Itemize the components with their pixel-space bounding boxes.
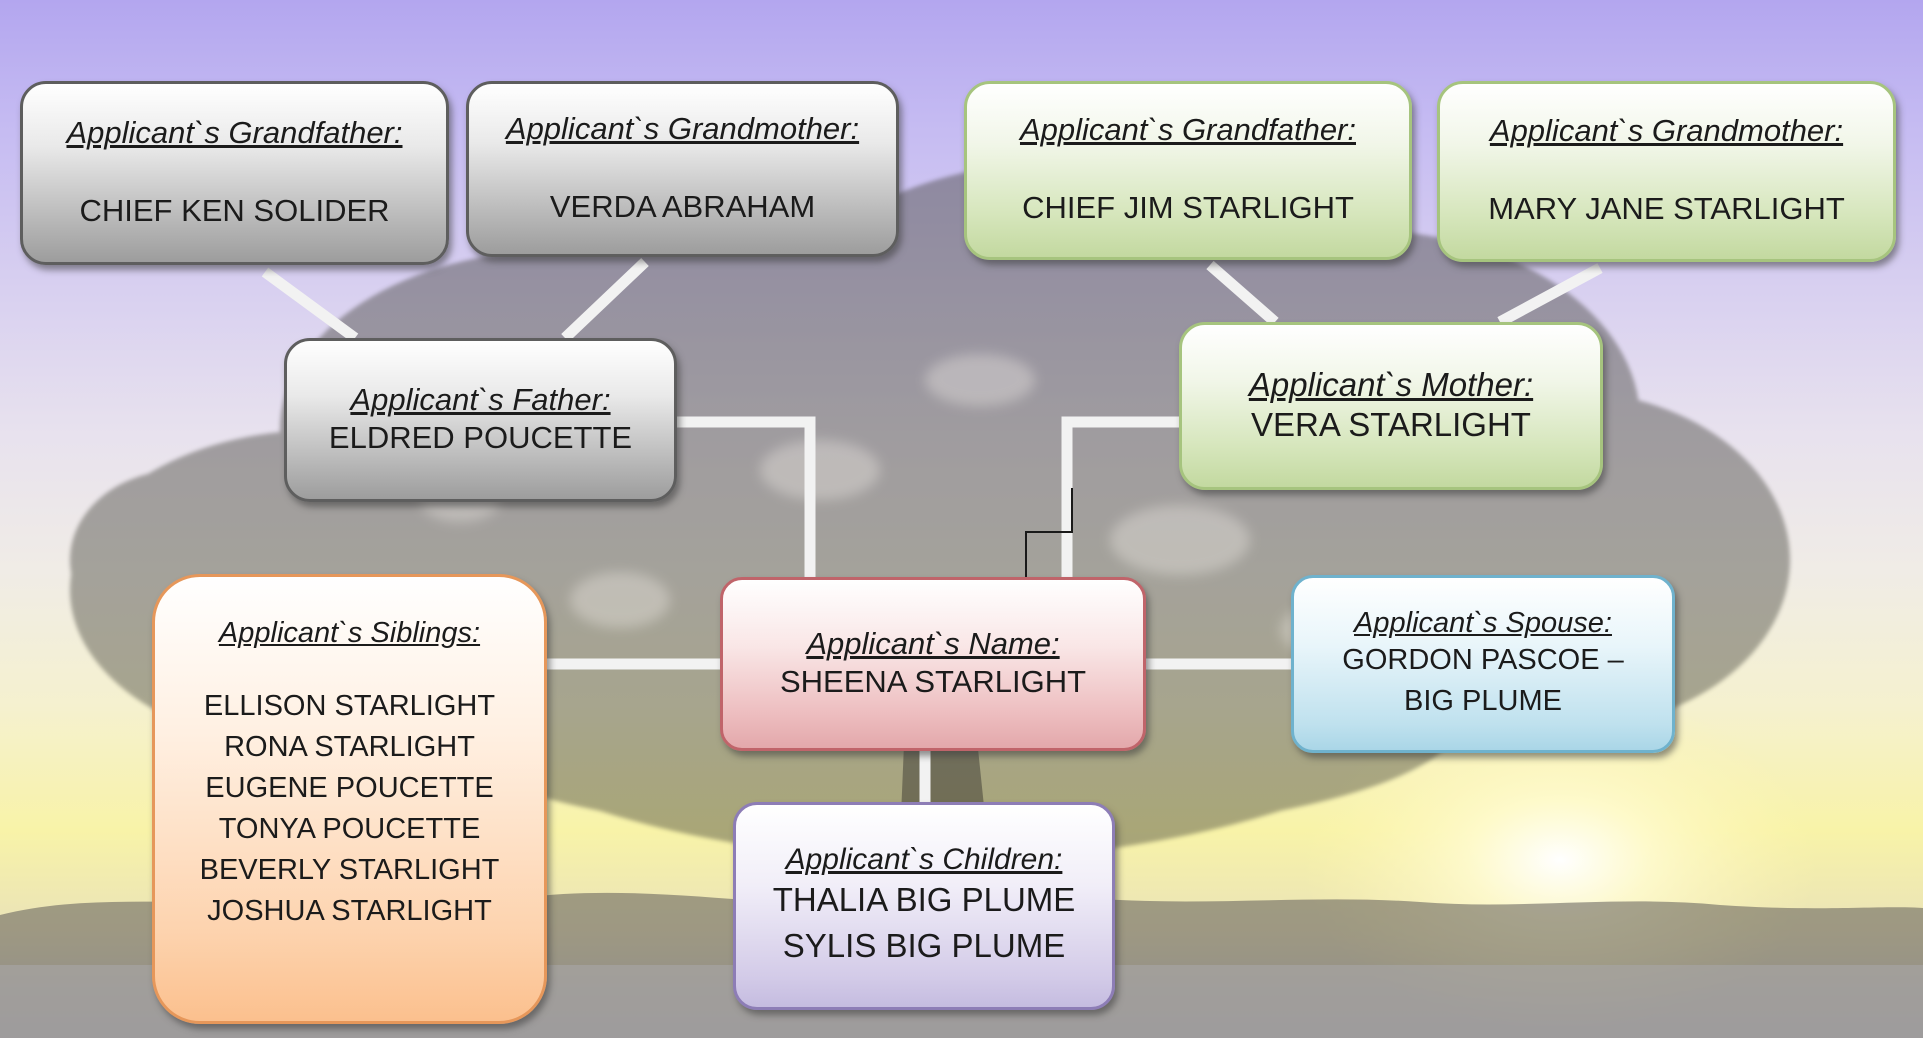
paternal-grandfather-label: Applicant`s Grandfather: [66, 114, 403, 150]
mother-name: VERA STARLIGHT [1251, 405, 1531, 443]
maternal-grandfather-name: CHIEF JIM STARLIGHT [1022, 190, 1354, 226]
connector-lines [261, 258, 1603, 802]
paternal-grandmother-label: Applicant`s Grandmother: [505, 110, 860, 146]
siblings-label: Applicant`s Siblings: [218, 617, 481, 649]
connector-father-to-applicant [677, 416, 816, 577]
connector-maternal-grandmother [1497, 263, 1603, 327]
mother-box: Applicant`s Mother: VERA STARLIGHT [1179, 322, 1603, 490]
paternal-grandmother-name: VERDA ABRAHAM [549, 188, 816, 224]
spouse-name-line-1: GORDON PASCOE – [1342, 643, 1624, 676]
connector-paternal-grandmother [561, 258, 649, 342]
spouse-name-line-2: BIG PLUME [1404, 684, 1562, 717]
applicant-label: Applicant`s Name: [806, 625, 1060, 661]
child-1-name: THALIA BIG PLUME [772, 881, 1076, 918]
applicant-box: Applicant`s Name: SHEENA STARLIGHT [720, 577, 1146, 751]
connector-paternal-grandfather [261, 267, 359, 343]
connector-maternal-grandfather [1206, 260, 1279, 327]
mother-label: Applicant`s Mother: [1248, 365, 1534, 403]
father-box: Applicant`s Father: ELDRED POUCETTE [284, 338, 677, 502]
sibling-1-name: ELLISON STARLIGHT [203, 690, 496, 722]
father-name: ELDRED POUCETTE [328, 419, 633, 455]
maternal-grandmother-label: Applicant`s Grandmother: [1489, 113, 1844, 149]
sibling-2-name: RONA STARLIGHT [224, 731, 475, 763]
father-label: Applicant`s Father: [350, 381, 611, 417]
children-box: Applicant`s Children: THALIA BIG PLUME S… [733, 802, 1115, 1010]
paternal-grandfather-box: Applicant`s Grandfather: CHIEF KEN SOLID… [20, 81, 449, 265]
connector-accent-line [1025, 488, 1073, 577]
sibling-5-name: BEVERLY STARLIGHT [199, 854, 500, 886]
maternal-grandfather-label: Applicant`s Grandfather: [1019, 112, 1356, 148]
maternal-grandfather-box: Applicant`s Grandfather: CHIEF JIM STARL… [964, 81, 1412, 260]
spouse-box: Applicant`s Spouse: GORDON PASCOE – BIG … [1291, 575, 1675, 753]
child-2-name: SYLIS BIG PLUME [782, 927, 1066, 964]
sibling-4-name: TONYA POUCETTE [218, 813, 481, 845]
applicant-name: SHEENA STARLIGHT [779, 663, 1087, 699]
spouse-label: Applicant`s Spouse: [1354, 606, 1612, 639]
connector-mother-to-applicant [1061, 416, 1179, 577]
siblings-box: Applicant`s Siblings: ELLISON STARLIGHT … [152, 574, 547, 1024]
children-label: Applicant`s Children: [785, 843, 1063, 876]
sibling-3-name: EUGENE POUCETTE [205, 772, 494, 804]
maternal-grandmother-box: Applicant`s Grandmother: MARY JANE STARL… [1437, 81, 1896, 262]
paternal-grandfather-name: CHIEF KEN SOLIDER [79, 192, 390, 228]
sibling-6-name: JOSHUA STARLIGHT [207, 895, 492, 927]
paternal-grandmother-box: Applicant`s Grandmother: VERDA ABRAHAM [466, 81, 899, 257]
maternal-grandmother-name: MARY JANE STARLIGHT [1488, 191, 1845, 227]
